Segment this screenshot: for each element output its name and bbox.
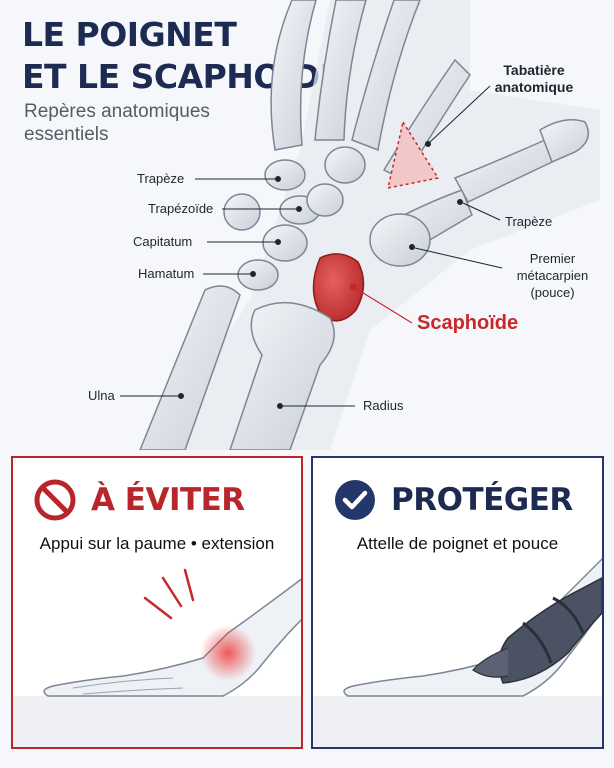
avoid-title: À ÉVITER <box>91 482 245 518</box>
radius-bone <box>229 301 335 450</box>
protect-subtitle: Attelle de poignet et pouce <box>356 534 559 553</box>
wrist-splint-illustration <box>313 557 602 747</box>
label-capitatum: Capitatum <box>133 234 193 249</box>
protect-panel: PROTÉGER Attelle de poignet et pouce <box>311 456 604 749</box>
avoid-panel: À ÉVITER Appui sur la paume • extension <box>11 456 303 749</box>
label-trapezoide: Trapézoïde <box>148 201 214 216</box>
forearm-bones <box>139 285 335 450</box>
protect-title: PROTÉGER <box>391 482 573 518</box>
prohibited-icon <box>34 479 76 521</box>
scaphoid-bone <box>312 253 365 322</box>
label-hamatum: Hamatum <box>138 266 195 281</box>
wrist-anatomy-illustration <box>120 0 600 450</box>
leader-lines <box>120 85 503 409</box>
hand-extension-illustration <box>13 568 301 747</box>
tabatiere-triangle <box>387 120 440 189</box>
label-tabatiere: Tabatière anatomique <box>494 62 574 95</box>
carpal-bones <box>223 146 431 291</box>
title-line-1: LE POIGNET <box>22 15 237 54</box>
scaphoid-leader <box>349 283 413 324</box>
label-trapeze-left: Trapèze <box>137 171 185 186</box>
avoid-panel-header: À ÉVITER <box>33 478 291 522</box>
label-ulna: Ulna <box>88 388 115 403</box>
label-scaphoide: Scaphoïde <box>417 312 519 334</box>
label-radius: Radius <box>363 398 404 413</box>
page-subtitle: Repères anatomiques essentiels <box>24 101 210 145</box>
protect-panel-header: PROTÉGER <box>333 478 592 522</box>
check-circle-icon <box>335 480 375 520</box>
label-premier-metacarpien: Premier métacarpien (pouce) <box>516 251 589 300</box>
label-trapeze-right: Trapèze <box>505 214 553 229</box>
avoid-subtitle: Appui sur la paume • extension <box>39 534 275 553</box>
ulna-bone <box>139 285 241 450</box>
